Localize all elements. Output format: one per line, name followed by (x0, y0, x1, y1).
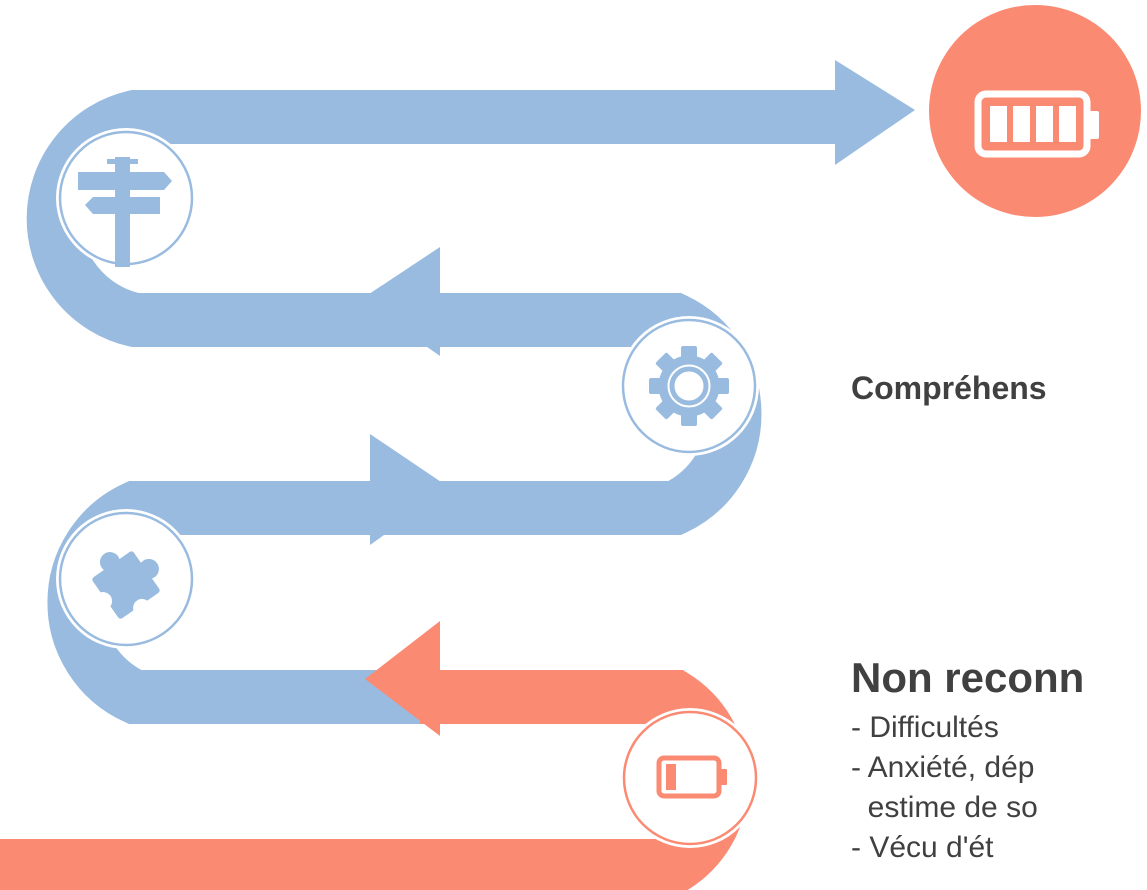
arrow-head-coral-left (365, 621, 440, 736)
bullet-item: - Difficultés (851, 711, 999, 744)
goal-circle (929, 5, 1141, 217)
gear-stage-marker (619, 316, 759, 456)
signpost-stage-marker (56, 128, 196, 268)
bullet-item-prefix: - Vécu (851, 831, 947, 864)
battery-full-icon (974, 90, 1099, 158)
bullet-item-suffix: d'ét (946, 831, 994, 864)
puzzle-piece-icon (92, 551, 160, 619)
comprehension-label: Compréhens (851, 370, 1047, 406)
signpost-icon (78, 157, 172, 267)
arrow-head-top-right (835, 60, 915, 165)
bullet-item: - Anxiété, dép (851, 751, 1035, 784)
arrow-head-third-right (370, 434, 450, 545)
gear-icon (649, 346, 729, 426)
battery-low-icon (656, 755, 727, 799)
arrow-head-second-left (360, 247, 440, 356)
puzzle-stage-marker (56, 509, 196, 649)
difficulties-list: - Difficultés - Anxiété, dép estime de s… (851, 708, 1038, 868)
bullet-item-partial: - Vécu d'ét (851, 828, 1038, 868)
bullet-item: estime de so (851, 791, 1038, 824)
battery-low-stage-marker (620, 708, 760, 848)
non-recognized-title: Non reconn (851, 654, 1085, 701)
